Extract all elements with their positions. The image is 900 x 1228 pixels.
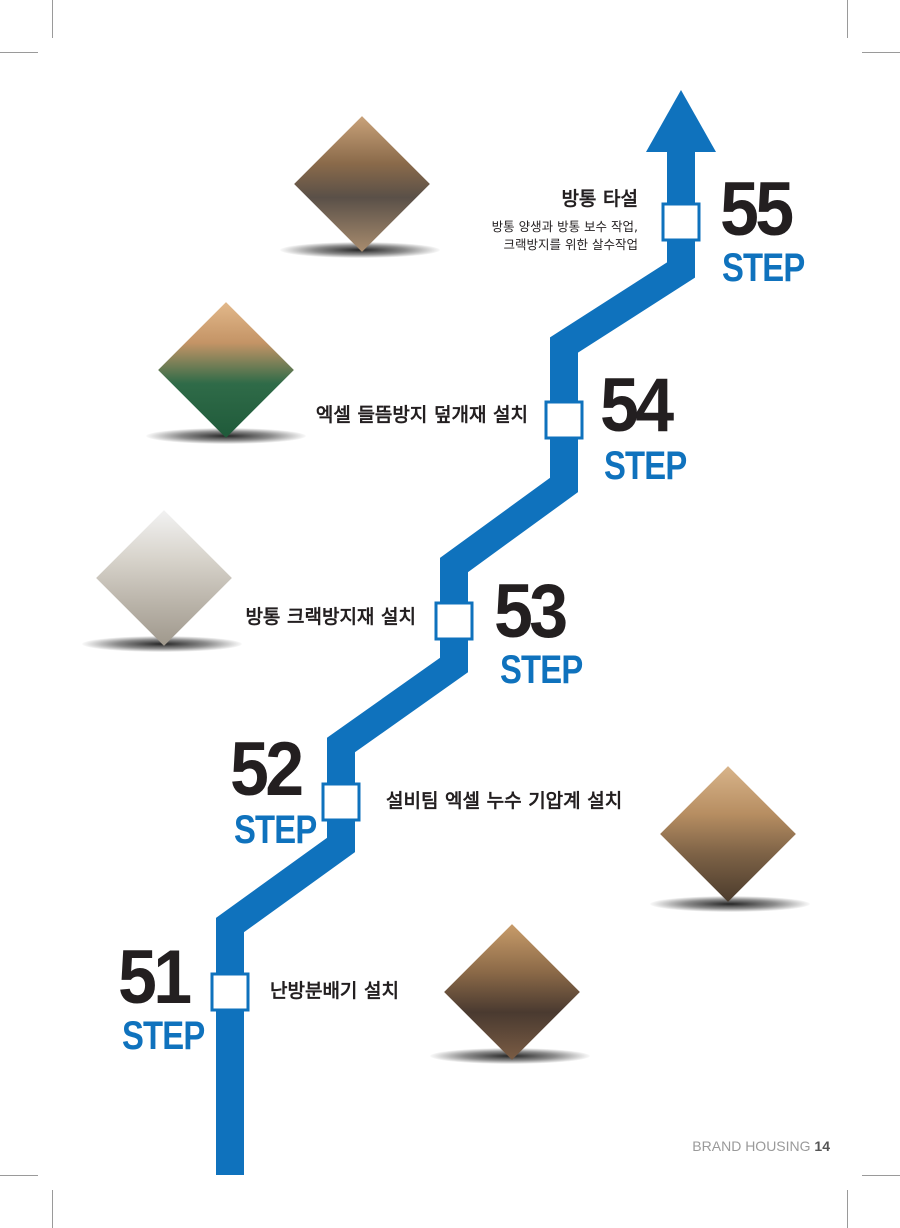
step-marker-55 bbox=[661, 202, 701, 242]
step-label-54: STEP bbox=[604, 444, 687, 488]
step-number-53: 53 bbox=[494, 569, 568, 654]
step-desc-55-line1: 방통 양생과 방통 보수 작업, bbox=[491, 219, 638, 234]
crop-mark bbox=[847, 0, 848, 38]
page-footer: BRAND HOUSING 14 bbox=[692, 1138, 830, 1154]
step-label-52: STEP bbox=[234, 808, 317, 852]
crop-mark bbox=[862, 52, 900, 53]
step-number-55: 55 bbox=[720, 167, 794, 252]
step-marker-54 bbox=[544, 400, 584, 440]
step-title-53: 방통 크랙방지재 설치 bbox=[245, 606, 416, 628]
step-marker-52 bbox=[321, 782, 361, 822]
step-title-52: 설비팀 엑셀 누수 기압계 설치 bbox=[386, 790, 623, 812]
step-number-52: 52 bbox=[230, 727, 304, 812]
step-title-54: 엑셀 들뜸방지 덮개재 설치 bbox=[315, 404, 528, 426]
crop-mark bbox=[0, 52, 38, 53]
page-number: 14 bbox=[814, 1138, 830, 1154]
crop-mark bbox=[52, 0, 53, 38]
photo-shadow bbox=[650, 896, 810, 912]
crop-mark bbox=[0, 1175, 38, 1176]
step-desc-55-line2: 크랙방지를 위한 살수작업 bbox=[503, 237, 638, 252]
path-line bbox=[216, 148, 695, 1175]
step-label-53: STEP bbox=[500, 648, 583, 692]
crop-mark bbox=[847, 1190, 848, 1228]
crop-mark bbox=[52, 1190, 53, 1228]
step-title-51: 난방분배기 설치 bbox=[270, 980, 399, 1002]
step-number-54: 54 bbox=[600, 363, 674, 448]
arrow-head-icon bbox=[646, 90, 716, 152]
step-label-51: STEP bbox=[122, 1014, 205, 1058]
step-title-55: 방통 타설 bbox=[561, 188, 638, 210]
step-number-51: 51 bbox=[118, 935, 192, 1020]
crop-mark bbox=[862, 1175, 900, 1176]
footer-brand: BRAND HOUSING bbox=[692, 1138, 811, 1154]
step-label-55: STEP bbox=[722, 246, 805, 290]
step-marker-51 bbox=[210, 972, 250, 1012]
step-marker-53 bbox=[434, 601, 474, 641]
